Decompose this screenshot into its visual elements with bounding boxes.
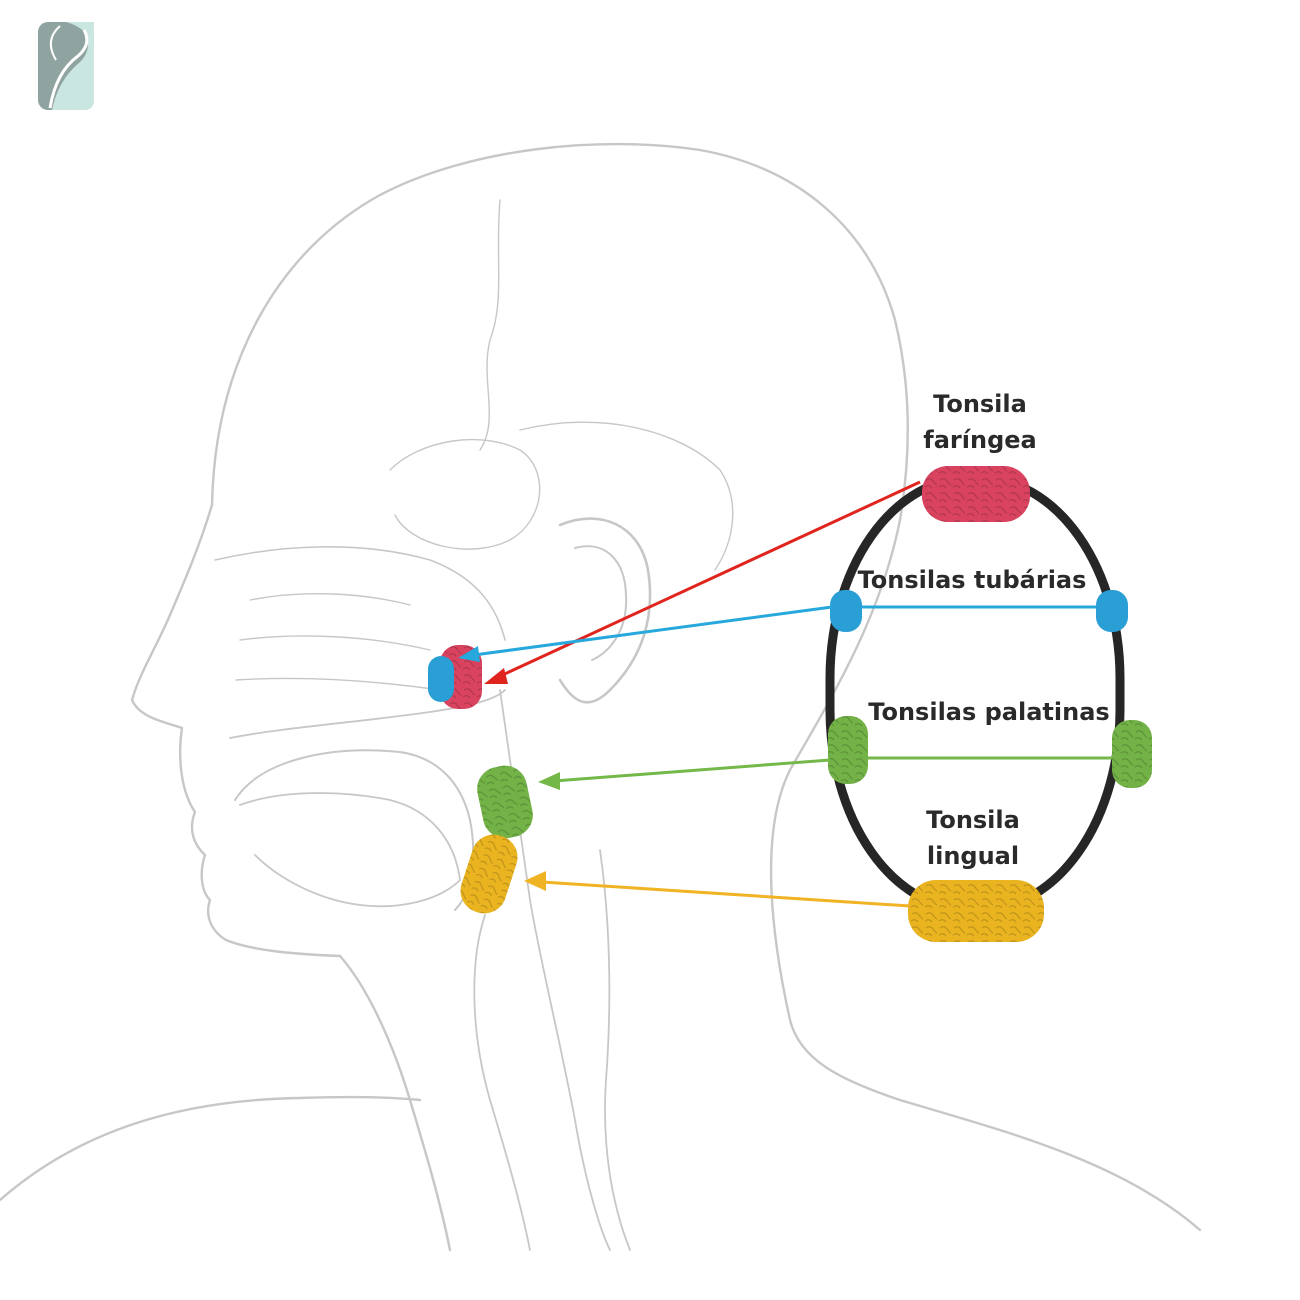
lingual-arrowhead [524, 871, 546, 891]
spine [599, 849, 631, 1251]
pharyngeal-arrow [495, 480, 921, 680]
pointer-arrows [458, 480, 921, 908]
label-pharyngeal-line2: faríngea [923, 426, 1037, 454]
label-lingual-line1: Tonsila [926, 806, 1020, 834]
palate [229, 689, 506, 739]
cranial-base [519, 421, 734, 571]
face-profile [130, 503, 342, 958]
waldeyer-ring [825, 466, 1152, 942]
tubal-arrow [473, 605, 833, 657]
label-lingual: Tonsila lingual [893, 802, 1053, 874]
label-palatine: Tonsilas palatinas [864, 694, 1114, 730]
palatine-arrowhead [538, 772, 560, 790]
label-lingual-line2: lingual [926, 842, 1020, 870]
label-pharyngeal: Tonsila faríngea [900, 386, 1060, 458]
ear-inner [574, 545, 628, 661]
sinus-sphenoid [389, 438, 541, 550]
skull-suture [479, 199, 501, 451]
shoulder [0, 1095, 422, 1202]
label-tubal: Tonsilas tubárias [852, 562, 1092, 598]
nasal-cavity [214, 546, 506, 641]
pharyngeal-arrowhead [484, 668, 508, 684]
head-tonsils [428, 645, 533, 914]
palatine-arrow [553, 758, 831, 783]
tongue [239, 792, 461, 908]
label-pharyngeal-line1: Tonsila [933, 390, 1027, 418]
head-illustration [0, 142, 1202, 1252]
skull-outline [210, 142, 909, 522]
label-palatine-text: Tonsilas palatinas [868, 698, 1110, 726]
neck-front [338, 954, 452, 1252]
logo-icon [38, 22, 94, 110]
ring-tubal-tonsil-right [1096, 590, 1128, 632]
ring-tubal-tonsil-left [830, 590, 862, 632]
lingual-arrow [541, 880, 911, 908]
airway [473, 914, 531, 1251]
label-tubal-text: Tonsilas tubárias [857, 566, 1087, 594]
ear-outer [558, 517, 652, 704]
head-tubal-tonsil [428, 656, 454, 702]
oral-cavity [234, 749, 475, 911]
tubal-arrowhead [458, 646, 480, 662]
nasal-conchae [235, 593, 441, 691]
